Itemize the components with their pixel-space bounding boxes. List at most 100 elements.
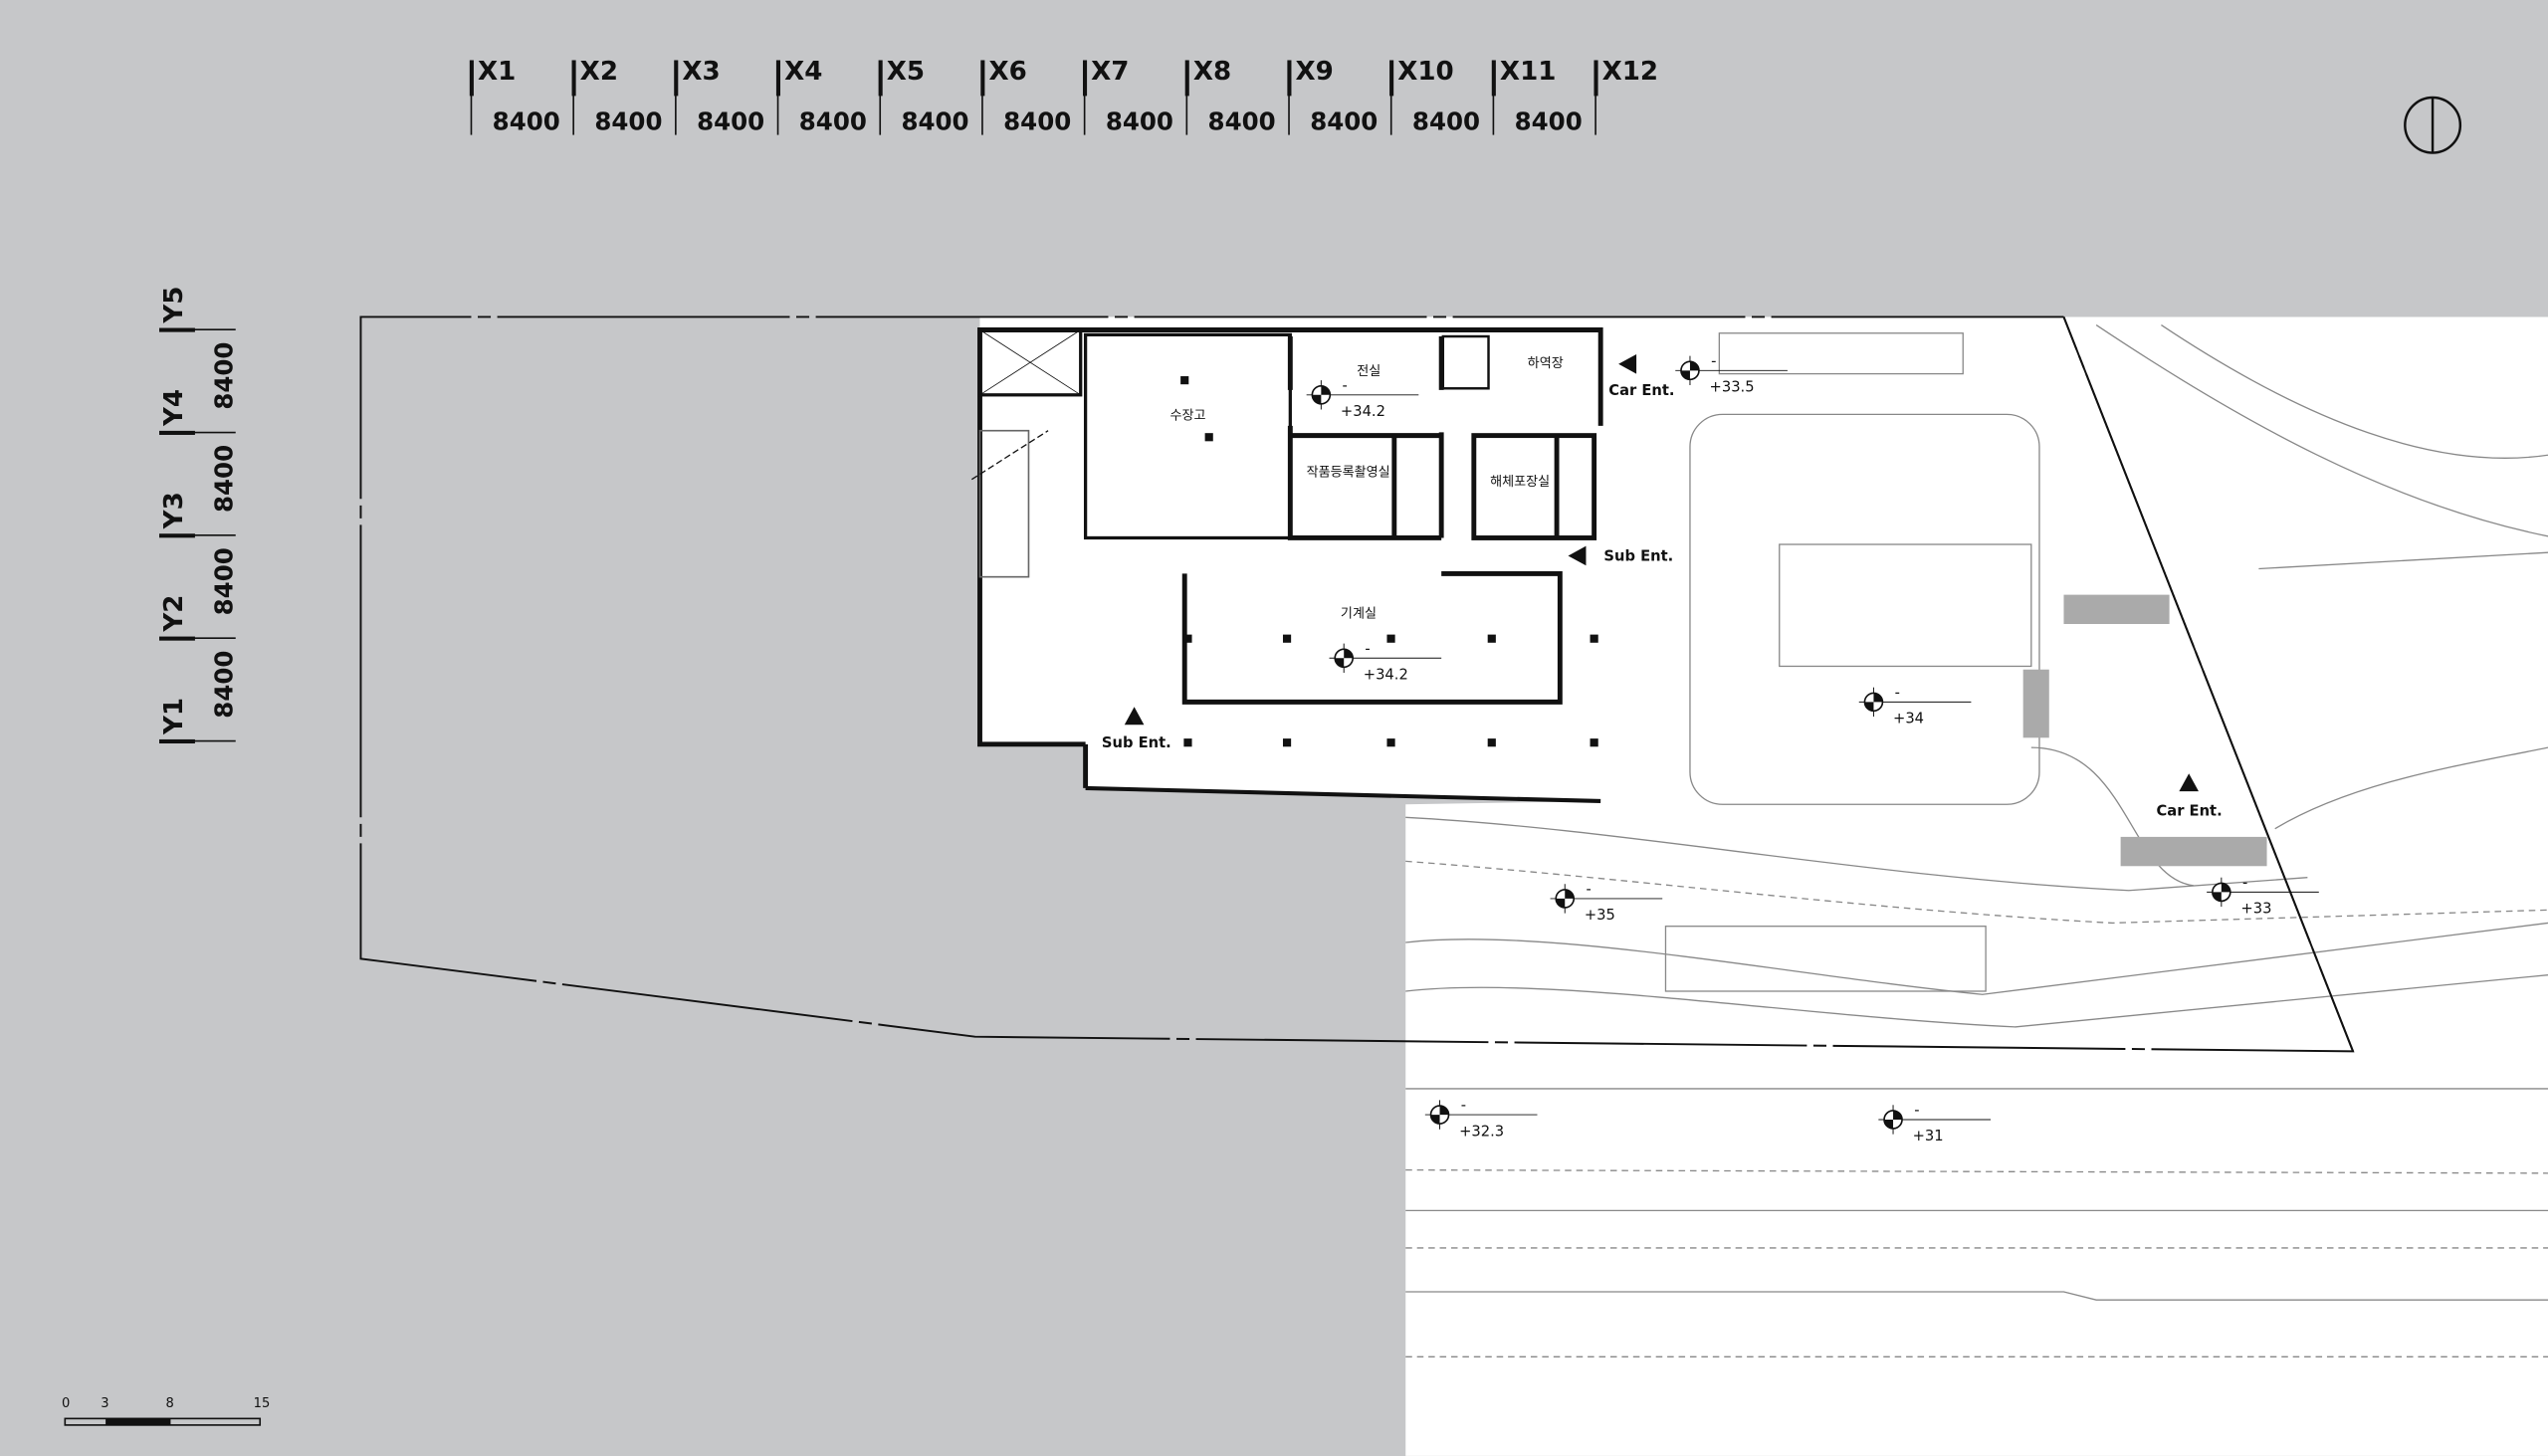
grid-marker <box>159 636 195 641</box>
level-value: +34.2 <box>1341 403 1385 420</box>
structural-column <box>1204 433 1213 442</box>
level-value: +33.5 <box>1710 379 1755 396</box>
grid-label-x: X8 <box>1193 57 1231 87</box>
scale-tick: 3 <box>101 1396 108 1411</box>
grid-span-y: 8400 <box>209 342 238 410</box>
grid-span-x: 8400 <box>1208 107 1276 136</box>
car-ent-right-arrow-icon <box>2179 773 2199 792</box>
level-marker-parking: - +34 <box>1858 684 1972 728</box>
grid-marker <box>1389 60 1394 97</box>
grid-label-x: X5 <box>887 57 925 87</box>
structural-column <box>1487 738 1496 747</box>
entrance-sub-right: Sub Ent. <box>1603 547 1673 564</box>
grid-marker <box>159 430 195 435</box>
level-value: +32.3 <box>1459 1123 1504 1140</box>
x-grid-axis: X1 X2 X3 X4 X5 X6 X7 X8 X9 X10 X11 X12 8400 8400 8400 8… <box>469 57 1658 136</box>
grid-label-y: Y4 <box>159 389 189 427</box>
grid-label-y: Y2 <box>159 595 189 633</box>
grid-span-x: 8400 <box>1515 107 1583 136</box>
level-marker-car-ent-top: - +33.5 <box>1675 352 1788 396</box>
grid-marker <box>1184 60 1189 97</box>
north-arrow-icon <box>2404 96 2462 154</box>
grid-span-x: 8400 <box>1003 107 1071 136</box>
grid-span-x: 8400 <box>1412 107 1480 136</box>
room-loading: 하역장 <box>1528 356 1564 371</box>
grid-span-x: 8400 <box>697 107 764 136</box>
level-value: +31 <box>1913 1128 1944 1144</box>
grid-label-x: X9 <box>1296 57 1334 87</box>
crosswalks <box>2022 594 2267 867</box>
grid-label-x: X11 <box>1500 57 1556 87</box>
level-dash: - <box>1365 640 1370 657</box>
grid-label-x: X7 <box>1091 57 1129 87</box>
grid-label-x: X6 <box>988 57 1026 87</box>
grid-label-x: X1 <box>478 57 516 87</box>
grid-span-x: 8400 <box>1310 107 1378 136</box>
grid-span-x: 8400 <box>493 107 560 136</box>
car-ent-top-arrow-icon <box>1618 353 1637 374</box>
level-marker-road-left: - +32.3 <box>1424 1097 1538 1140</box>
property-line <box>2062 316 2354 1052</box>
structural-column <box>1183 634 1192 643</box>
grid-marker <box>878 60 883 97</box>
grid-marker <box>1593 60 1598 97</box>
room-storage: 수장고 <box>1170 408 1206 423</box>
level-marker-car-ent-right: - +33 <box>2207 874 2319 918</box>
level-dash: - <box>2242 874 2247 891</box>
grid-label-x: X2 <box>580 57 618 87</box>
grid-marker <box>1083 60 1088 97</box>
grid-marker <box>775 60 780 97</box>
grid-marker <box>674 60 679 97</box>
level-dash: - <box>1343 377 1348 394</box>
grid-span-x: 8400 <box>1106 107 1173 136</box>
site-white-area <box>979 316 2548 1456</box>
level-marker-road-mid: - +35 <box>1550 881 1663 924</box>
level-marker-electrical: - +34.2 <box>1306 377 1419 420</box>
level-dash: - <box>1461 1097 1466 1114</box>
grid-label-x: X10 <box>1397 57 1453 87</box>
roads <box>1405 324 2548 1357</box>
grid-marker <box>159 738 195 744</box>
columns <box>1180 376 1598 747</box>
grid-marker <box>1491 60 1496 97</box>
grid-marker <box>159 533 195 538</box>
structural-column <box>1180 376 1189 385</box>
grid-label-x: X3 <box>682 57 720 87</box>
level-dash: - <box>1914 1102 1919 1119</box>
building <box>970 327 1603 804</box>
grid-span-x: 8400 <box>594 107 662 136</box>
grid-span-y: 8400 <box>209 651 238 719</box>
grid-marker <box>1287 60 1292 97</box>
level-dash: - <box>1895 684 1900 701</box>
level-dash: - <box>1586 881 1591 898</box>
structural-column <box>1386 634 1395 643</box>
structural-column <box>1590 738 1598 747</box>
level-value: +35 <box>1585 907 1615 924</box>
entrance-car-top: Car Ent. <box>1608 382 1674 399</box>
scale-bar: 0 3 8 15 <box>62 1396 270 1426</box>
room-unpacking: 해체포장실 <box>1490 475 1550 490</box>
grid-span-x: 8400 <box>901 107 968 136</box>
sub-ent-bottom-arrow-icon <box>1124 707 1145 726</box>
level-value: +33 <box>2240 901 2271 918</box>
level-dash: - <box>1711 352 1716 369</box>
level-value: +34.2 <box>1364 667 1408 684</box>
grid-label-x: X4 <box>784 57 822 87</box>
grid-marker <box>571 60 576 97</box>
room-electrical: 전실 <box>1357 364 1380 379</box>
structural-column <box>1386 738 1395 747</box>
grid-marker <box>980 60 985 97</box>
grid-span-y: 8400 <box>209 547 238 615</box>
grid-label-x: X12 <box>1602 57 1658 87</box>
room-machine: 기계실 <box>1341 606 1377 621</box>
room-photo: 작품등록촬영실 <box>1307 465 1390 480</box>
sub-ent-right-arrow-icon <box>1568 545 1587 566</box>
entrance-sub-bottom: Sub Ent. <box>1102 734 1171 751</box>
scale-tick: 8 <box>166 1396 174 1411</box>
level-value: +34 <box>1893 711 1924 728</box>
entrance-car-right: Car Ent. <box>2157 803 2223 820</box>
structural-column <box>1282 738 1292 747</box>
